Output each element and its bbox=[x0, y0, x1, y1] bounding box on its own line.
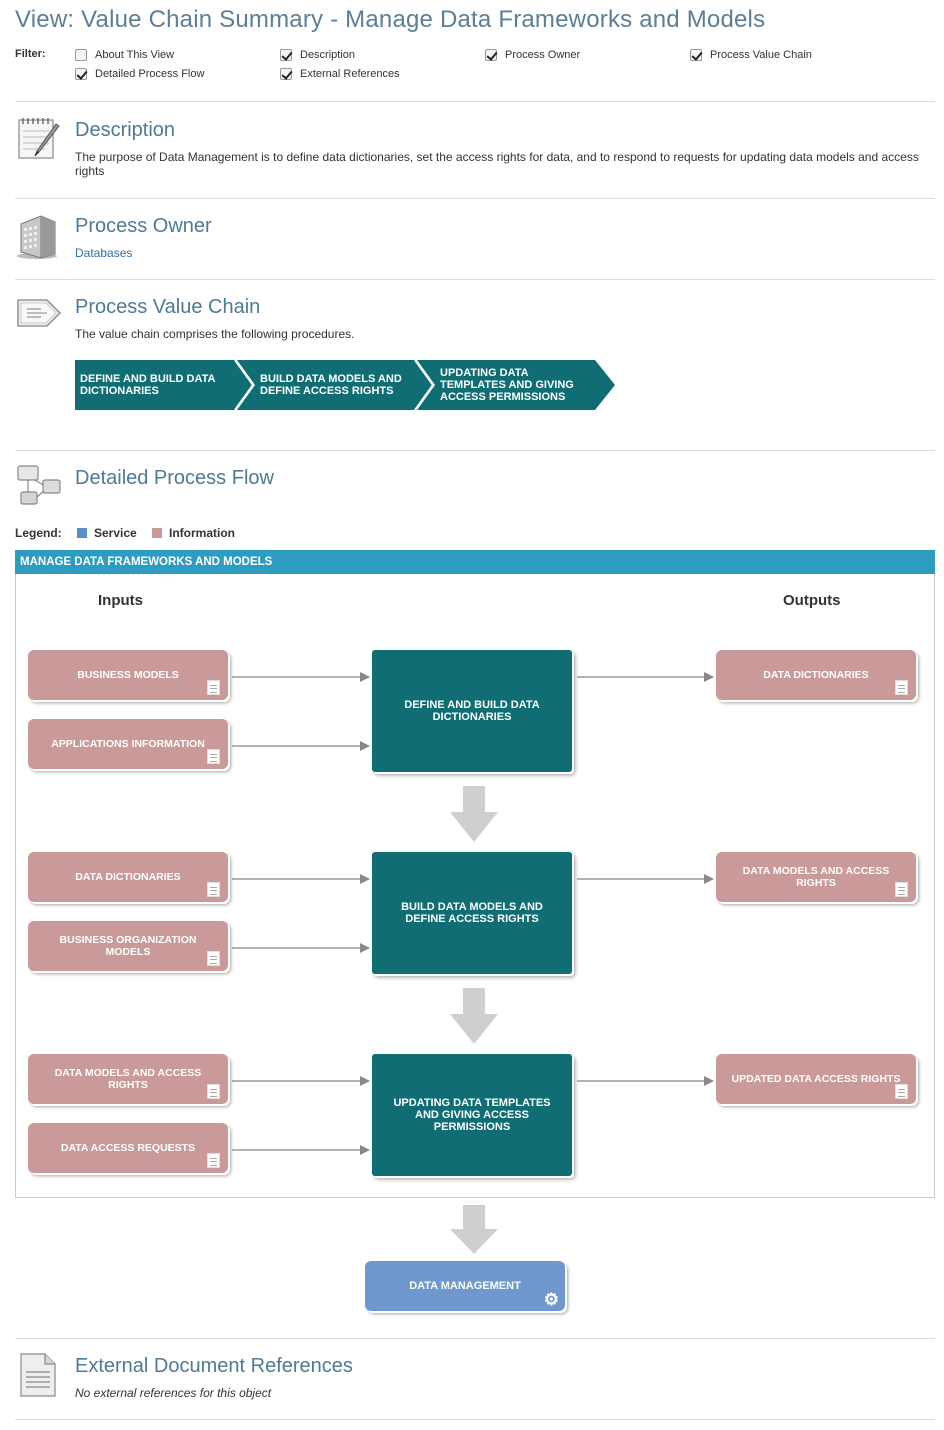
process-label: DEFINE AND BUILD DATA DICTIONARIES bbox=[404, 699, 540, 723]
filter-about-this-view[interactable]: About This View bbox=[75, 47, 174, 63]
document-icon bbox=[207, 680, 220, 695]
divider bbox=[15, 1338, 935, 1339]
document-icon bbox=[207, 1084, 220, 1099]
input-data-models-access-rights[interactable]: DATA MODELS AND ACCESS RIGHTS bbox=[28, 1054, 228, 1104]
flow-diagram-icon bbox=[17, 465, 61, 505]
divider bbox=[15, 198, 935, 199]
filter-process-owner[interactable]: Process Owner bbox=[485, 47, 580, 63]
service-data-management[interactable]: DATA MANAGEMENT ⚙ bbox=[365, 1261, 565, 1311]
filter-description[interactable]: Description bbox=[280, 47, 355, 63]
info-label: DATA DICTIONARIES bbox=[763, 669, 869, 681]
filter-external-references[interactable]: External References bbox=[280, 66, 400, 82]
process-updating-data-templates[interactable]: UPDATING DATA TEMPLATES AND GIVING ACCES… bbox=[372, 1054, 572, 1176]
inputs-heading: Inputs bbox=[98, 592, 143, 609]
document-icon bbox=[895, 1084, 908, 1099]
info-label: BUSINESS MODELS bbox=[77, 669, 179, 681]
divider bbox=[15, 279, 935, 280]
service-label: DATA MANAGEMENT bbox=[409, 1280, 521, 1292]
value-chain-step-label[interactable]: DEFINE AND BUILD DATA DICTIONARIES bbox=[80, 373, 216, 397]
divider bbox=[15, 101, 935, 102]
legend-service-swatch bbox=[77, 528, 87, 538]
filter-item-label: Detailed Process Flow bbox=[95, 68, 205, 80]
external-references-text: No external references for this object bbox=[75, 1386, 272, 1400]
filter-detailed-process-flow[interactable]: Detailed Process Flow bbox=[75, 66, 204, 82]
input-data-access-requests[interactable]: DATA ACCESS REQUESTS bbox=[28, 1123, 228, 1173]
description-title: Description bbox=[75, 119, 176, 141]
external-references-title: External Document References bbox=[75, 1355, 353, 1377]
notepad-pencil-icon bbox=[18, 118, 60, 159]
info-label: BUSINESS ORGANIZATION MODELS bbox=[59, 934, 197, 958]
document-icon bbox=[20, 1353, 56, 1397]
legend-label: Legend: bbox=[15, 526, 62, 540]
flow-panel bbox=[15, 574, 935, 1198]
tag-arrow-icon bbox=[17, 299, 62, 327]
document-icon bbox=[207, 951, 220, 966]
process-flow-title: Detailed Process Flow bbox=[75, 467, 274, 489]
info-label: DATA DICTIONARIES bbox=[75, 871, 181, 883]
document-icon bbox=[895, 882, 908, 897]
process-label: UPDATING DATA TEMPLATES AND GIVING ACCES… bbox=[393, 1097, 551, 1133]
legend-information-label: Information bbox=[169, 526, 235, 540]
value-chain-chevrons bbox=[75, 360, 615, 410]
checkbox[interactable] bbox=[75, 49, 87, 61]
checkbox[interactable] bbox=[280, 49, 292, 61]
filter-item-label: Process Owner bbox=[505, 49, 581, 61]
gear-icon: ⚙ bbox=[543, 1290, 559, 1309]
checkbox[interactable] bbox=[280, 68, 292, 80]
filter-item-label: External References bbox=[300, 68, 400, 80]
value-chain-step-label[interactable]: BUILD DATA MODELS AND DEFINE ACCESS RIGH… bbox=[260, 373, 402, 397]
outputs-heading: Outputs bbox=[783, 592, 841, 609]
info-label: APPLICATIONS INFORMATION bbox=[51, 738, 205, 750]
input-applications-information[interactable]: APPLICATIONS INFORMATION bbox=[28, 719, 228, 769]
chevron-step-3 bbox=[417, 360, 615, 410]
checkbox[interactable] bbox=[485, 49, 497, 61]
output-data-dictionaries[interactable]: DATA DICTIONARIES bbox=[716, 650, 916, 700]
input-business-organization-models[interactable]: BUSINESS ORGANIZATION MODELS bbox=[28, 921, 228, 971]
info-label: DATA ACCESS REQUESTS bbox=[60, 1142, 196, 1154]
output-data-models-access-rights[interactable]: DATA MODELS AND ACCESS RIGHTS bbox=[716, 852, 916, 902]
value-chain-steps: DEFINE AND BUILD DATA DICTIONARIES BUILD… bbox=[75, 360, 620, 410]
value-chain-text: The value chain comprises the following … bbox=[75, 327, 355, 341]
filter-item-label: Process Value Chain bbox=[710, 49, 812, 61]
info-label: UPDATED DATA ACCESS RIGHTS bbox=[731, 1073, 901, 1085]
divider bbox=[15, 450, 935, 451]
checkbox[interactable] bbox=[75, 68, 87, 80]
description-text: The purpose of Data Management is to def… bbox=[75, 150, 919, 178]
legend-information-swatch bbox=[152, 528, 162, 538]
filter-label: Filter: bbox=[15, 48, 46, 60]
filter-item-label: Description bbox=[300, 49, 356, 61]
value-chain-step-label[interactable]: UPDATING DATA TEMPLATES AND GIVING ACCES… bbox=[440, 367, 574, 403]
process-owner-link[interactable]: Databases bbox=[75, 246, 133, 260]
process-build-data-models[interactable]: BUILD DATA MODELS AND DEFINE ACCESS RIGH… bbox=[372, 852, 572, 974]
chevron-step-2 bbox=[237, 360, 433, 410]
divider bbox=[15, 1419, 935, 1420]
document-icon bbox=[895, 680, 908, 695]
value-chain-title: Process Value Chain bbox=[75, 296, 261, 318]
input-business-models[interactable]: BUSINESS MODELS bbox=[28, 650, 228, 700]
process-owner-title: Process Owner bbox=[75, 215, 212, 237]
document-icon bbox=[207, 749, 220, 764]
chevron-step-1 bbox=[75, 360, 253, 410]
filter-item-label: About This View bbox=[95, 49, 175, 61]
input-data-dictionaries[interactable]: DATA DICTIONARIES bbox=[28, 852, 228, 902]
info-label: DATA MODELS AND ACCESS RIGHTS bbox=[742, 865, 890, 889]
document-icon bbox=[207, 1153, 220, 1168]
output-updated-data-access-rights[interactable]: UPDATED DATA ACCESS RIGHTS bbox=[716, 1054, 916, 1104]
down-arrow bbox=[450, 1205, 498, 1254]
page-title: View: Value Chain Summary - Manage Data … bbox=[15, 6, 766, 33]
legend-service-label: Service bbox=[94, 526, 137, 540]
checkbox[interactable] bbox=[690, 49, 702, 61]
process-define-build-data-dictionaries[interactable]: DEFINE AND BUILD DATA DICTIONARIES bbox=[372, 650, 572, 772]
filter-process-value-chain[interactable]: Process Value Chain bbox=[690, 47, 812, 63]
document-icon bbox=[207, 882, 220, 897]
process-label: BUILD DATA MODELS AND DEFINE ACCESS RIGH… bbox=[401, 901, 543, 925]
info-label: DATA MODELS AND ACCESS RIGHTS bbox=[54, 1067, 202, 1091]
building-icon bbox=[17, 215, 57, 259]
flow-header: MANAGE DATA FRAMEWORKS AND MODELS bbox=[15, 550, 935, 574]
